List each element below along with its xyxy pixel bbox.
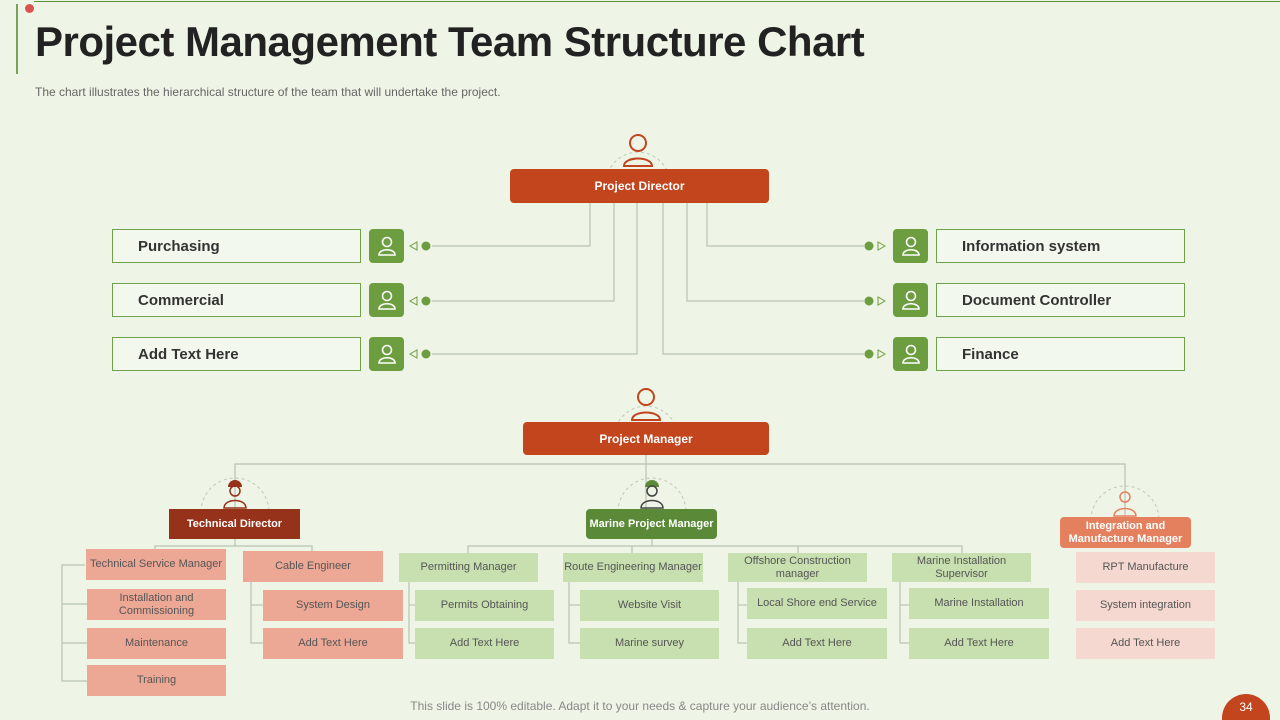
right-role-label: Finance	[962, 345, 1019, 363]
person-icon	[369, 283, 404, 317]
marine-project-manager-box: Marine Project Manager	[586, 509, 717, 539]
system-integration: System integration	[1076, 590, 1215, 621]
permitting-manager: Permitting Manager	[399, 553, 538, 582]
footer-note: This slide is 100% editable. Adapt it to…	[410, 699, 870, 713]
person-icon	[893, 229, 928, 263]
permitting-add-text: Add Text Here	[415, 628, 554, 659]
person-icon	[1090, 485, 1160, 521]
permits-obtaining: Permits Obtaining	[415, 590, 554, 621]
rpt-manufacture: RPT Manufacture	[1076, 552, 1215, 583]
top-border-line	[34, 1, 1280, 2]
technical-service-manager: Technical Service Manager	[86, 549, 226, 580]
director-person-icon	[607, 134, 669, 174]
project-manager-box: Project Manager	[523, 422, 769, 455]
right-role-box: Document Controller	[936, 283, 1185, 317]
left-role-box: Purchasing	[112, 229, 361, 263]
integration-add-text: Add Text Here	[1076, 628, 1215, 659]
left-role-box: Commercial	[112, 283, 361, 317]
local-shore-end-service: Local Shore end Service	[747, 588, 887, 619]
website-visit: Website Visit	[580, 590, 719, 621]
system-design: System Design	[263, 590, 403, 621]
right-role-label: Information system	[962, 237, 1101, 255]
project-director-box: Project Director	[510, 169, 769, 203]
left-role-label: Add Text Here	[138, 345, 239, 363]
person-icon	[893, 337, 928, 371]
technical-add-text: Add Text Here	[263, 628, 403, 659]
engineer-icon	[200, 477, 270, 513]
marine-installation-supervisor: Marine Installation Supervisor	[892, 553, 1031, 582]
supervisor-add-text: Add Text Here	[909, 628, 1049, 659]
technical-director-box: Technical Director	[169, 509, 300, 539]
corner-dot	[25, 4, 34, 13]
left-role-box: Add Text Here	[112, 337, 361, 371]
offshore-construction-manager: Offshore Construction manager	[728, 553, 867, 582]
title-accent-bar	[16, 4, 18, 74]
integration-manufacture-manager-box: Integration and Manufacture Manager	[1060, 517, 1191, 548]
maintenance: Maintenance	[87, 628, 226, 659]
manager-person-icon	[615, 388, 677, 428]
slide-title: Project Management Team Structure Chart	[35, 18, 865, 65]
marine-installation: Marine Installation	[909, 588, 1049, 619]
right-role-label: Document Controller	[962, 291, 1112, 309]
offshore-add-text: Add Text Here	[747, 628, 887, 659]
training: Training	[87, 665, 226, 696]
route-engineering-manager: Route Engineering Manager	[563, 553, 703, 582]
left-role-label: Commercial	[138, 291, 224, 309]
right-role-box: Information system	[936, 229, 1185, 263]
right-role-box: Finance	[936, 337, 1185, 371]
person-icon	[893, 283, 928, 317]
marine-survey: Marine survey	[580, 628, 719, 659]
slide-subtitle: The chart illustrates the hierarchical s…	[35, 85, 501, 99]
engineer-icon	[617, 477, 687, 513]
left-role-label: Purchasing	[138, 237, 220, 255]
person-icon	[369, 229, 404, 263]
installation-commissioning: Installation and Commissioning	[87, 589, 226, 620]
cable-engineer: Cable Engineer	[243, 551, 383, 582]
person-icon	[369, 337, 404, 371]
